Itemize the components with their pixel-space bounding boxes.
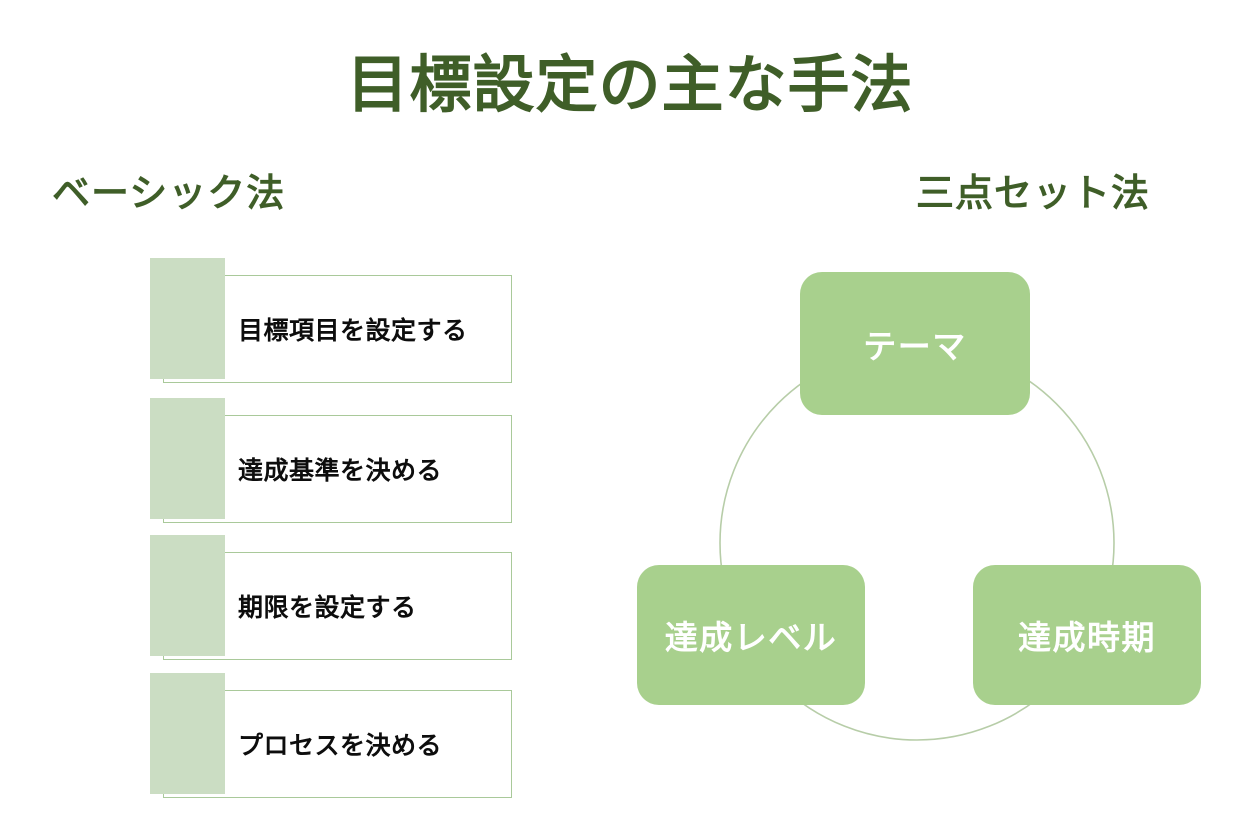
cycle-node-achievement-timing[interactable]: 達成時期 [973, 565, 1201, 705]
list-item[interactable]: プロセスを決める [150, 673, 520, 818]
cycle-node-label: 達成レベル [664, 619, 838, 656]
page-title: 目標設定の主な手法 [346, 51, 914, 120]
step-label: 期限を設定する [238, 594, 417, 622]
basic-method-step-list: 目標項目を設定する 達成基準を決める 期限を設定する プロセスを決める [0, 0, 620, 840]
list-item[interactable]: 目標項目を設定する [150, 258, 520, 403]
list-item[interactable]: 達成基準を決める [150, 398, 520, 543]
section-heading-three-point-set: 三点セット法 [916, 173, 1151, 215]
step-accent-block [150, 535, 225, 656]
cycle-node-label: テーマ [863, 327, 967, 365]
cycle-node-label: 達成時期 [1018, 619, 1156, 656]
step-label: プロセスを決める [238, 732, 443, 760]
step-accent-block [150, 673, 225, 794]
cycle-node-theme[interactable]: テーマ [800, 272, 1030, 415]
step-label: 目標項目を設定する [238, 317, 468, 345]
three-point-set-diagram: テーマ 達成レベル 達成時期 [620, 240, 1240, 770]
section-heading-basic-method: ベーシック法 [52, 173, 286, 215]
step-accent-block [150, 398, 225, 519]
list-item[interactable]: 期限を設定する [150, 535, 520, 680]
step-label: 達成基準を決める [238, 457, 443, 485]
cycle-node-achievement-level[interactable]: 達成レベル [637, 565, 865, 705]
step-accent-block [150, 258, 225, 379]
